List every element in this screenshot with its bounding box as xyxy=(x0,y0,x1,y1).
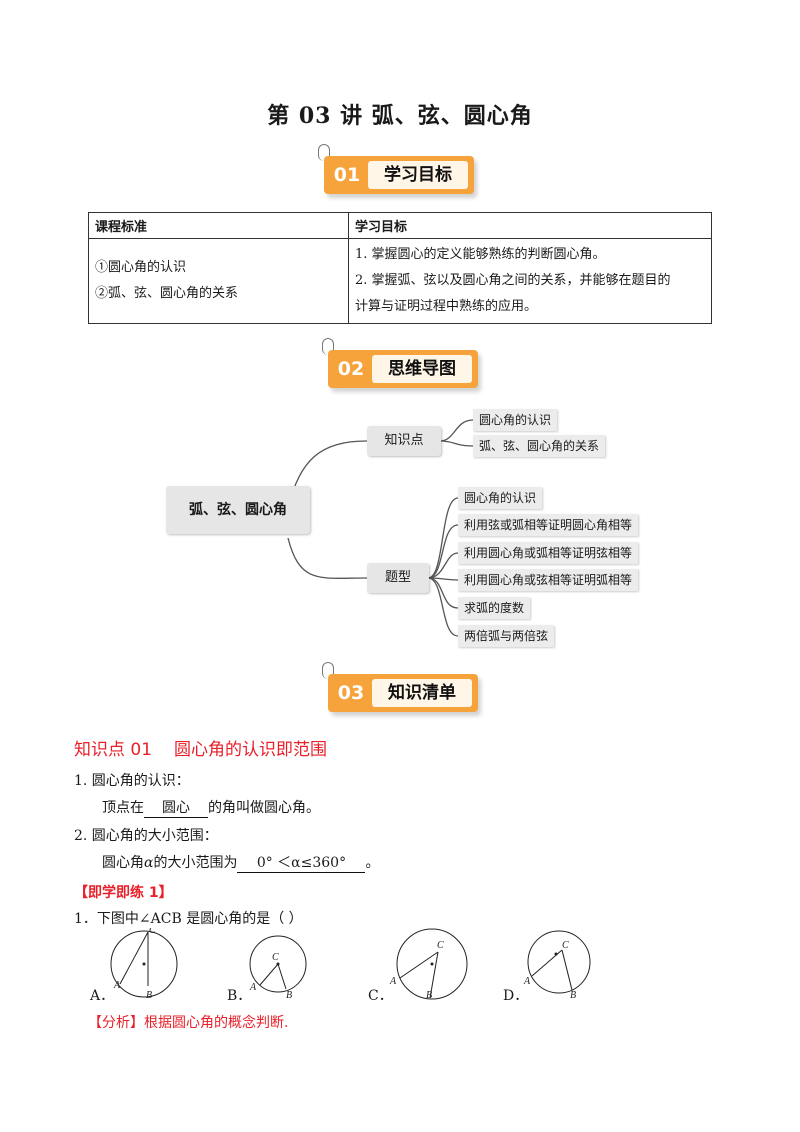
standard-item: ②弧、弦、圆心角的关系 xyxy=(95,286,239,301)
mindmap-leaf: 圆心角的认识 xyxy=(458,487,543,509)
analysis-text: 根据圆心角的概念判断. xyxy=(144,1015,289,1031)
point-label: A xyxy=(113,980,121,991)
point-label: B xyxy=(570,990,576,1001)
point-label: C xyxy=(562,940,569,951)
item1-definition: 顶点在圆心的角叫做圆心角。 xyxy=(102,797,320,818)
figure-a: C A B xyxy=(110,928,178,1001)
point-label: C xyxy=(149,928,156,936)
standards-cell: ①圆心角的认识 ②弧、弦、圆心角的关系 xyxy=(88,238,349,324)
item1-title: 1. 圆心角的认识： xyxy=(74,773,190,789)
mindmap-leaf: 利用圆心角或弧相等证明弦相等 xyxy=(458,542,639,564)
option-a-label[interactable]: A． xyxy=(90,988,115,1004)
objective-item: 计算与证明过程中熟练的应用。 xyxy=(355,299,538,314)
objectives-cell: 1. 掌握圆心的定义能够熟练的判断圆心角。 2. 掌握弧、弦以及圆心角之间的关系… xyxy=(348,238,712,324)
practice-question: 1．下图中∠ACB 是圆心角的是（ ） xyxy=(74,911,303,927)
mindmap-leaf: 求弧的度数 xyxy=(458,597,531,619)
figure-d: C A B xyxy=(523,930,591,1001)
section-badge-03: 03 知识清单 xyxy=(322,662,488,718)
section-label: 思维导图 xyxy=(372,355,472,383)
standard-item: ①圆心角的认识 xyxy=(95,260,187,275)
mindmap-root: 弧、弦、圆心角 xyxy=(166,486,310,534)
mindmap-leaf: 弧、弦、圆心角的关系 xyxy=(473,435,606,457)
goals-table: 课程标准 学习目标 ①圆心角的认识 ②弧、弦、圆心角的关系 1. 掌握圆心的定义… xyxy=(88,212,712,324)
objective-item: 2. 掌握弧、弦以及圆心角之间的关系，并能够在题目的 xyxy=(355,273,671,288)
point-label: C xyxy=(272,952,279,963)
knowledge-heading: 知识点 01 圆心角的认识即范围 xyxy=(74,735,327,760)
point-label: B xyxy=(146,990,152,1001)
mindmap-branch-knowledge: 知识点 xyxy=(367,426,441,456)
point-label: A xyxy=(523,976,531,987)
option-c-label[interactable]: C． xyxy=(368,988,393,1004)
mindmap-leaf: 利用圆心角或弦相等证明弧相等 xyxy=(458,569,639,591)
section-badge-02: 02 思维导图 xyxy=(322,338,488,394)
figure-c: C A B xyxy=(389,928,468,1001)
mindmap-leaf: 利用弦或弧相等证明圆心角相等 xyxy=(458,514,639,536)
mindmap-leaf: 两倍弧与两倍弦 xyxy=(458,625,555,647)
section-number: 02 xyxy=(337,358,365,380)
page-title: 第 03 讲 弧、弦、圆心角 xyxy=(267,103,533,129)
option-figures: C A B C A B C A B C A B xyxy=(110,928,591,1001)
clip-icon xyxy=(322,662,334,679)
section-badge-01: 01 学习目标 xyxy=(318,144,484,200)
clip-icon xyxy=(322,338,334,355)
figure-b: C A B xyxy=(249,935,307,1001)
blank-answer: 圆心 xyxy=(144,797,208,818)
objective-item: 1. 掌握圆心的定义能够熟练的判断圆心角。 xyxy=(355,247,606,262)
item2-title: 2. 圆心角的大小范围： xyxy=(74,828,218,844)
point-label: A xyxy=(389,976,397,987)
section-number: 03 xyxy=(337,682,365,704)
option-d-label[interactable]: D． xyxy=(503,988,529,1004)
mindmap-branch-types: 题型 xyxy=(367,563,429,593)
analysis-tag: 【分析】 xyxy=(88,1015,144,1031)
section-number: 01 xyxy=(333,164,361,186)
knowledge-heading-number: 知识点 01 xyxy=(74,740,153,760)
point-label: C xyxy=(437,940,444,951)
mindmap-leaf: 圆心角的认识 xyxy=(473,409,558,431)
clip-icon xyxy=(318,144,330,161)
practice-tag: 【即学即练 1】 xyxy=(74,885,173,901)
option-b-label[interactable]: B． xyxy=(227,988,252,1004)
analysis: 【分析】根据圆心角的概念判断. xyxy=(88,1012,288,1032)
point-label: B xyxy=(426,990,432,1001)
knowledge-heading-text: 圆心角的认识即范围 xyxy=(174,740,328,760)
section-label: 学习目标 xyxy=(368,161,468,189)
point-label: B xyxy=(286,990,292,1001)
section-label: 知识清单 xyxy=(372,679,472,707)
blank-answer: 0° ＜α≤360° xyxy=(237,852,366,873)
point-label: A xyxy=(249,982,257,993)
